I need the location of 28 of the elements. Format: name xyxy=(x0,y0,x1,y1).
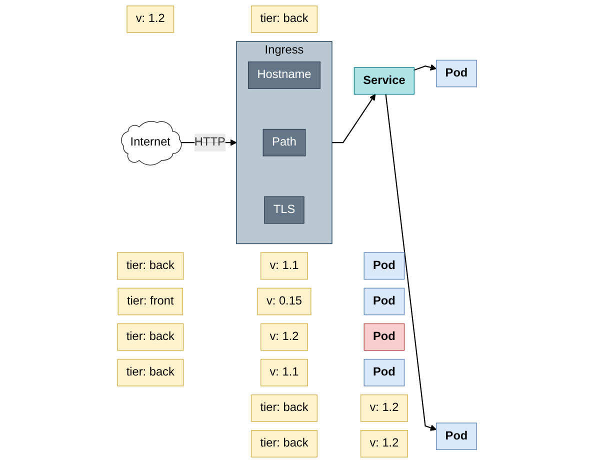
node-box: Pod xyxy=(364,288,405,316)
arrow xyxy=(414,64,437,71)
node-box: Pod xyxy=(364,358,405,386)
node-box: v: 0.15 xyxy=(257,288,312,316)
node-box: Pod xyxy=(364,323,405,351)
node-box: Pod xyxy=(436,422,477,450)
edge-label: HTTP xyxy=(194,136,226,149)
node-box: Pod xyxy=(436,60,477,88)
node-box: tier: back xyxy=(250,394,318,422)
node-box: v: 1.2 xyxy=(260,323,308,351)
node-box: v: 1.2 xyxy=(360,430,408,458)
node-box: Hostname xyxy=(248,61,320,89)
node-box: tier: front xyxy=(118,288,184,316)
node-box: v: 1.2 xyxy=(126,6,174,33)
node-box: tier: back xyxy=(250,430,318,458)
node-box: tier: back xyxy=(117,252,184,280)
node-box: Pod xyxy=(364,252,405,280)
node-box: TLS xyxy=(264,196,304,224)
node-box: tier: back xyxy=(117,323,184,351)
node-box: Path xyxy=(262,128,306,156)
node-box: Service xyxy=(354,67,415,95)
node-box: tier: back xyxy=(250,6,318,33)
arrow xyxy=(332,94,376,144)
arrow xyxy=(385,94,437,431)
node-box: v: 1.1 xyxy=(260,358,308,386)
node-box: v: 1.1 xyxy=(260,252,308,280)
node-box: v: 1.2 xyxy=(360,394,408,422)
node-box: tier: back xyxy=(117,358,184,386)
